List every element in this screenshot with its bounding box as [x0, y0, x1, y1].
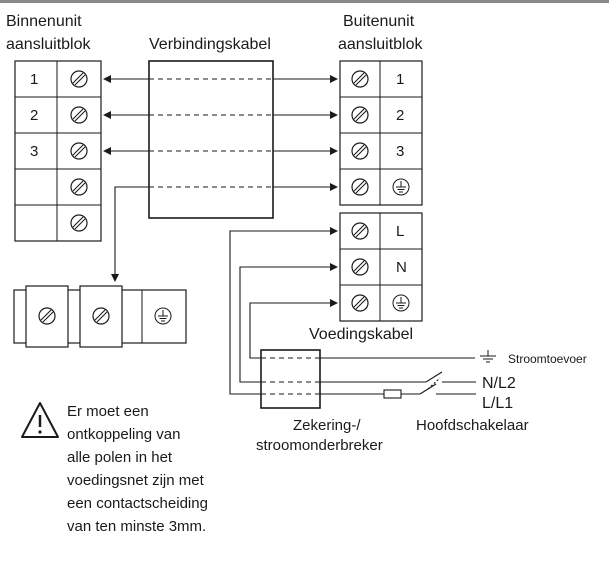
screw-terminal-icon	[351, 106, 369, 124]
fuse-icon	[383, 389, 402, 399]
indoor-terminal-label: 1	[30, 71, 38, 88]
screw-terminal-icon	[351, 70, 369, 88]
cable-title: Verbindingskabel	[149, 36, 271, 53]
fuse-label-2: stroomonderbreker	[256, 437, 383, 454]
fuse-label-1: Zekering-/	[293, 417, 361, 434]
screw-terminal-icon	[351, 178, 369, 196]
warning-line: een contactscheiding	[67, 495, 208, 512]
earth-icon	[154, 307, 172, 325]
warning-line: van ten minste 3mm.	[67, 518, 206, 535]
screw-terminal-icon	[70, 142, 88, 160]
n-l2-label: N/L2	[482, 375, 516, 392]
main-switch-label: Hoofdschakelaar	[416, 417, 529, 434]
warning-text: Er moet een ontkoppeling van alle polen …	[67, 403, 208, 535]
supply-label: Stroomtoevoer	[508, 352, 587, 366]
screw-terminal-icon	[70, 106, 88, 124]
connecting-cable-box	[148, 60, 274, 219]
outdoor-title-1: Buitenunit	[343, 13, 415, 30]
warning-line: voedingsnet zijn met	[67, 472, 205, 489]
indoor-title-1: Binnenunit	[6, 13, 82, 30]
indoor-power-terminal-strip	[13, 285, 187, 348]
screw-terminal-icon	[351, 222, 369, 240]
power-cable-box	[260, 349, 321, 409]
power-cable-label: Voedingskabel	[309, 326, 413, 343]
power-terminal-block: L N	[339, 212, 423, 322]
indoor-terminal-block: 1 2 3	[14, 60, 102, 242]
outdoor-terminal-label: 1	[396, 71, 404, 88]
indoor-terminal-label: 3	[30, 143, 38, 160]
indoor-terminal-label: 2	[30, 107, 38, 124]
outdoor-title-2: aansluitblok	[338, 36, 424, 53]
power-terminal-label: L	[396, 223, 404, 240]
signal-wires	[103, 75, 338, 282]
warning-line: ontkoppeling van	[67, 426, 180, 443]
screw-terminal-icon	[70, 70, 88, 88]
screw-terminal-icon	[351, 142, 369, 160]
power-wires	[229, 227, 476, 395]
outdoor-terminal-label: 3	[396, 143, 404, 160]
outdoor-terminal-block: 1 2 3	[339, 60, 423, 206]
warning-line: Er moet een	[67, 403, 149, 420]
outdoor-terminal-label: 2	[396, 107, 404, 124]
l-l1-label: L/L1	[482, 395, 513, 412]
earth-icon	[392, 294, 410, 312]
screw-terminal-icon	[351, 294, 369, 312]
warning-icon	[21, 402, 59, 438]
indoor-title-2: aansluitblok	[6, 36, 92, 53]
screw-terminal-icon	[38, 307, 56, 325]
earth-icon	[392, 178, 410, 196]
power-terminal-label: N	[396, 259, 407, 276]
screw-terminal-icon	[70, 214, 88, 232]
screw-terminal-icon	[92, 307, 110, 325]
screw-terminal-icon	[70, 178, 88, 196]
screw-terminal-icon	[351, 258, 369, 276]
supply-earth-icon	[480, 350, 496, 363]
warning-line: alle polen in het	[67, 449, 173, 466]
